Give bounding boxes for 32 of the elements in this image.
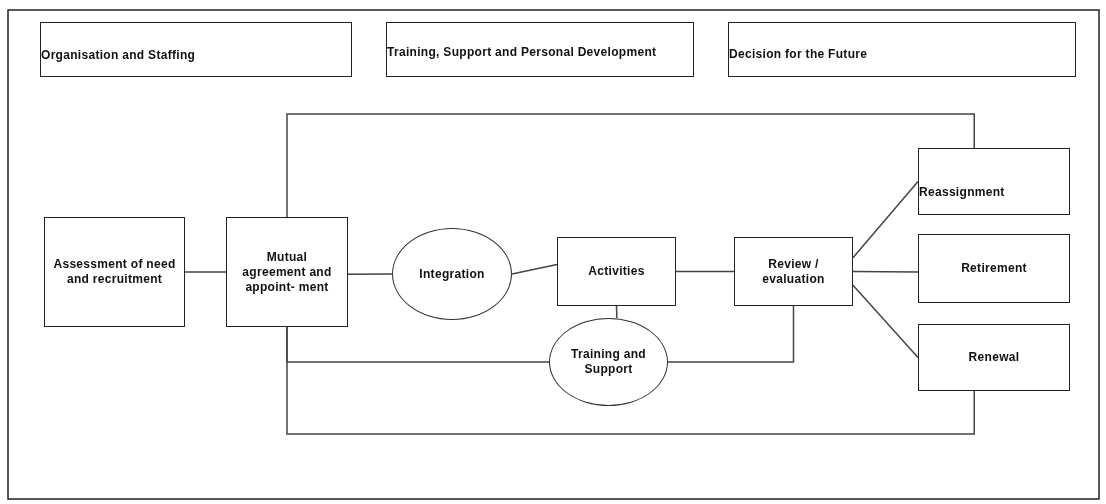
node-label: Training and Support	[570, 347, 647, 377]
outcome-box	[918, 234, 1070, 303]
connector-line	[286, 326, 975, 435]
connector-line	[852, 270, 919, 273]
node-label: Decision for the Future	[729, 47, 868, 62]
connector-line	[852, 284, 919, 359]
node-label: Review / evaluation	[761, 256, 826, 287]
node-label: Activities	[588, 264, 645, 279]
connector-line	[511, 263, 558, 275]
connector-line	[667, 305, 795, 363]
connector-line	[852, 180, 919, 259]
connector-line	[675, 270, 735, 273]
process-box	[734, 237, 853, 306]
node-label: Assessment of need and recruitment	[52, 257, 177, 287]
node-label: Integration	[419, 266, 485, 282]
process-box	[557, 237, 676, 306]
process-box	[44, 217, 185, 327]
node-label: Retirement	[961, 261, 1027, 276]
heading-box	[40, 22, 352, 77]
node-label: Mutual agreement and appoint- ment	[241, 249, 333, 295]
node-label: Reassignment	[919, 185, 1005, 200]
outcome-box	[918, 324, 1070, 391]
process-box	[226, 217, 348, 327]
node-label: Organisation and Staffing	[41, 48, 196, 63]
connector-line	[347, 273, 393, 275]
node-label: Training, Support and Personal Development	[387, 45, 657, 60]
connector-line	[286, 113, 975, 218]
heading-box	[728, 22, 1076, 77]
connector-line	[184, 271, 227, 273]
outcome-box	[918, 148, 1070, 215]
heading-box	[386, 22, 694, 77]
node-label: Renewal	[968, 350, 1020, 365]
